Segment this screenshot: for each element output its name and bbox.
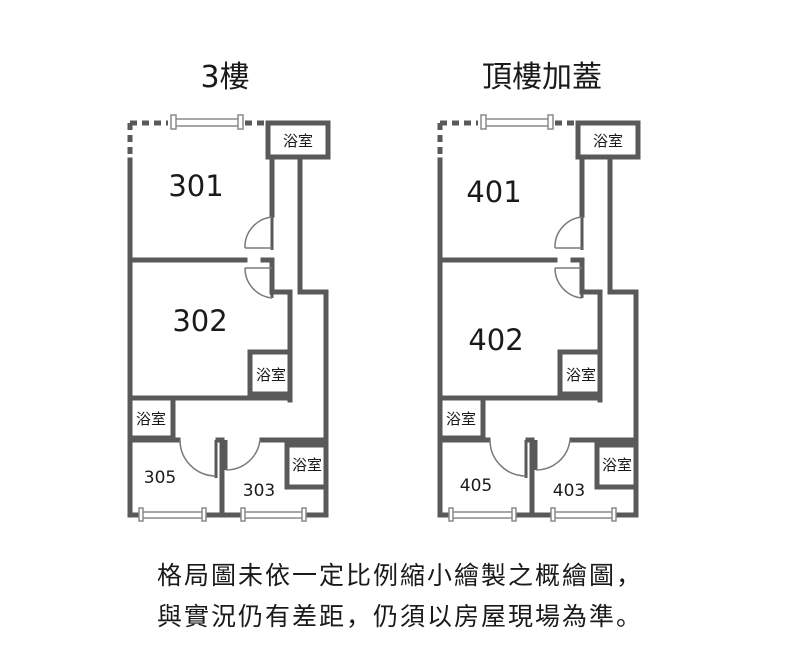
bathroom-label-303: 浴室 [292,456,322,474]
door-302 [244,265,274,299]
window-bottom-405 [448,507,517,522]
window-bottom-403 [550,507,617,522]
bathroom-label-305: 浴室 [136,410,166,428]
floor-plan-3f: 3樓 浴室 [127,60,331,522]
window-bottom-303 [240,507,307,522]
bathroom-403 [594,442,639,490]
bathroom-label-top-rooftop: 浴室 [593,132,623,150]
door-401 [554,216,584,250]
door-402 [554,265,584,299]
room-label-405: 405 [460,476,492,496]
room-label-401: 401 [466,175,521,209]
room-label-305: 305 [144,468,176,488]
disclaimer-line-2: 與實況仍有差距，仍須以房屋現場為準。 [156,602,643,631]
disclaimer-line-1: 格局圖未依一定比例縮小繪製之概繪圖， [156,561,643,590]
room-label-301: 301 [168,169,223,203]
door-301 [244,216,274,250]
floor-title-rooftop: 頂樓加蓋 [482,60,602,95]
floor-title-3f: 3樓 [200,60,249,95]
room-label-303: 303 [243,481,275,501]
bathroom-label-302: 浴室 [256,366,286,384]
door-303 [224,439,261,471]
door-405 [489,439,528,478]
bathroom-label-402: 浴室 [566,366,596,384]
door-403 [534,439,571,471]
room-label-403: 403 [553,481,585,501]
bathroom-303 [284,442,329,490]
bathroom-label-403: 浴室 [602,456,632,474]
bathroom-label-top-3f: 浴室 [283,132,313,150]
bathroom-402 [557,349,603,397]
floor-plan-rooftop: 頂樓加蓋 浴室 浴室 [437,60,641,522]
window-top-3f [170,114,244,130]
room-label-402: 402 [468,323,523,357]
window-top-rooftop [480,114,554,130]
bathroom-302 [247,349,293,397]
room-label-302: 302 [172,304,227,338]
floor-plan-diagram: 3樓 浴室 [127,60,641,522]
door-305 [179,439,218,478]
bathroom-label-405: 浴室 [446,410,476,428]
window-bottom-305 [138,507,207,522]
